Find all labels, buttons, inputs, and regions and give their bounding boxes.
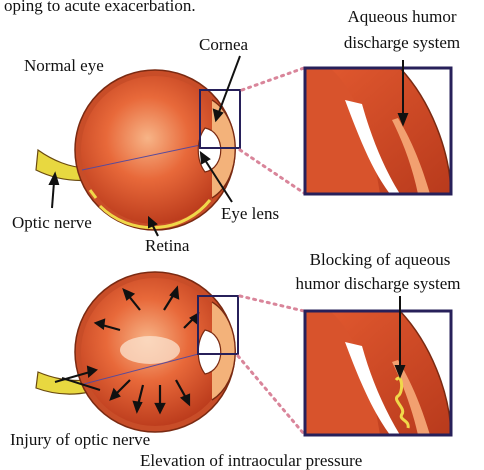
aqueous-label-line1: Aqueous humor: [322, 8, 482, 26]
header-fragment: oping to acute exacerbation.: [4, 0, 196, 15]
dotted-line-top-upper: [242, 68, 304, 90]
glaucoma-eye-inset: [305, 311, 451, 435]
dotted-line-bottom-lower: [238, 356, 304, 434]
dotted-line-top-lower: [240, 150, 304, 193]
retina-label: Retina: [145, 237, 189, 255]
optic-nerve-label: Optic nerve: [12, 214, 92, 232]
optic-nerve-injury-label: Injury of optic nerve: [10, 431, 150, 449]
aqueous-label-line2: discharge system: [322, 34, 482, 52]
intraocular-pressure-label: Elevation of intraocular pressure: [140, 452, 362, 470]
blocking-label-line2: humor discharge system: [272, 275, 484, 293]
glaucoma-eye-illustration: [36, 272, 304, 434]
blocking-label-line1: Blocking of aqueous: [280, 251, 480, 269]
normal-eye-inset: [305, 68, 451, 194]
cornea-arrow: [219, 56, 240, 112]
dotted-line-bottom-upper: [240, 296, 304, 311]
optic-nerve-arrow: [52, 182, 54, 208]
eye-lens-label: Eye lens: [221, 205, 279, 223]
cornea-label: Cornea: [199, 36, 248, 54]
normal-eye-title: Normal eye: [24, 57, 104, 75]
